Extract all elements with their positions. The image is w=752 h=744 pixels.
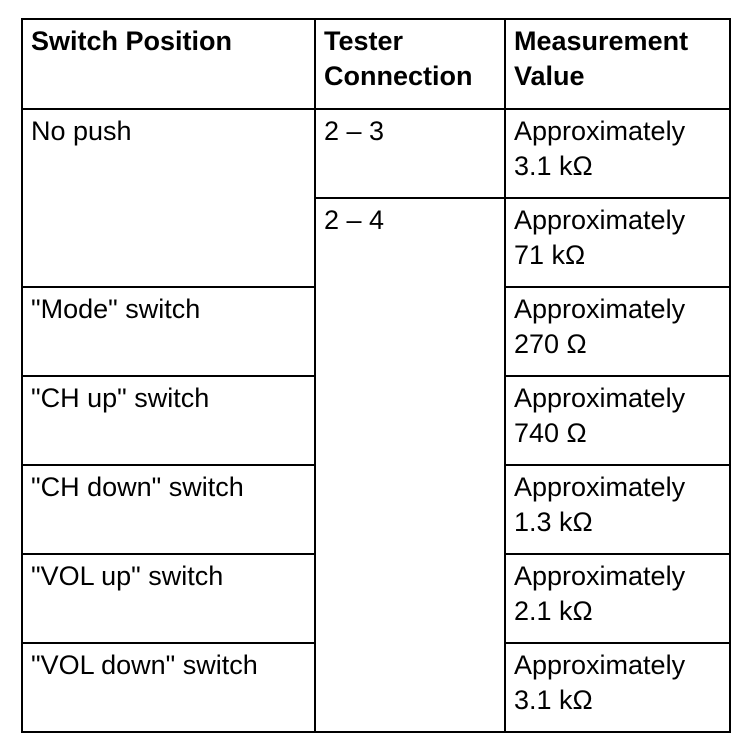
tester-connection-cell: 2 – 3 — [314, 108, 506, 199]
switch-position-cell: "CH down" switch — [21, 464, 316, 555]
table-row: "Mode" switch Approximately 270 Ω — [21, 286, 731, 377]
measurement-value-cell: Approximately 270 Ω — [504, 286, 731, 377]
table-row: No push 2 – 3 Approximately 3.1 kΩ — [21, 108, 731, 288]
header-measurement-value: Measurement Value — [504, 18, 731, 110]
table-row: "VOL down" switch Approximately 3.1 kΩ — [21, 642, 731, 733]
table-row: "CH up" switch Approximately 740 Ω — [21, 375, 731, 466]
header-switch-position: Switch Position — [21, 18, 316, 110]
measurement-value-cell: Approximately 2.1 kΩ — [504, 553, 731, 644]
measurement-value-cell: Approximately 740 Ω — [504, 375, 731, 466]
measurement-value-cell: Approximately 3.1 kΩ — [504, 108, 731, 199]
switch-position-cell: "VOL up" switch — [21, 553, 316, 644]
measurement-value-cell: Approximately 3.1 kΩ — [504, 642, 731, 733]
switch-position-cell: "Mode" switch — [21, 286, 316, 377]
measurement-value-cell: Approximately 1.3 kΩ — [504, 464, 731, 555]
measurement-value-cell: Approximately 71 kΩ — [504, 197, 731, 288]
table-header-row: Switch Position Tester Connection Measur… — [21, 18, 731, 110]
header-tester-connection: Tester Connection — [314, 18, 506, 110]
switch-position-cell: No push — [21, 108, 316, 288]
switch-resistance-table: Switch Position Tester Connection Measur… — [21, 18, 731, 733]
switch-position-cell: "CH up" switch — [21, 375, 316, 466]
table-row: "CH down" switch Approximately 1.3 kΩ — [21, 464, 731, 555]
table-row: 2 – 4 Approximately 71 kΩ — [22, 197, 731, 733]
table-row: "VOL up" switch Approximately 2.1 kΩ — [21, 553, 731, 644]
switch-position-cell: "VOL down" switch — [21, 642, 316, 733]
tester-connection-cell: 2 – 4 — [314, 197, 506, 733]
